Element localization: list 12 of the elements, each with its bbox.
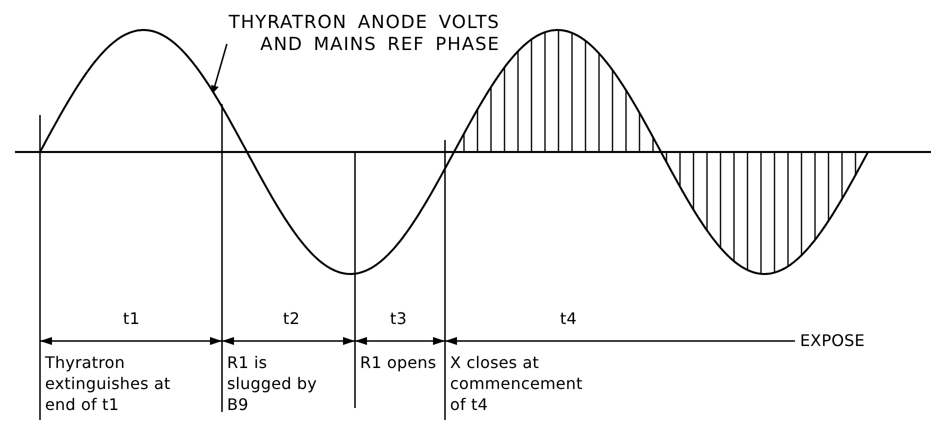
sine-wave xyxy=(39,29,869,275)
note-text: R1 opens xyxy=(360,352,438,373)
interval-label: t1 xyxy=(123,308,140,329)
interval-label: t4 xyxy=(560,308,577,329)
signal-label: EXPOSE xyxy=(800,330,865,351)
waveform-label: THYRATRON ANODE VOLTS AND MAINS REF PHASE xyxy=(226,12,500,56)
leader-line xyxy=(211,44,228,94)
interval-label: t2 xyxy=(283,308,300,329)
interval-label: t3 xyxy=(390,308,407,329)
note-text: X closes at commencement of t4 xyxy=(450,352,584,415)
note-text: Thyratron extinguishes at end of t1 xyxy=(45,352,172,415)
note-text: R1 is slugged by B9 xyxy=(227,352,317,415)
